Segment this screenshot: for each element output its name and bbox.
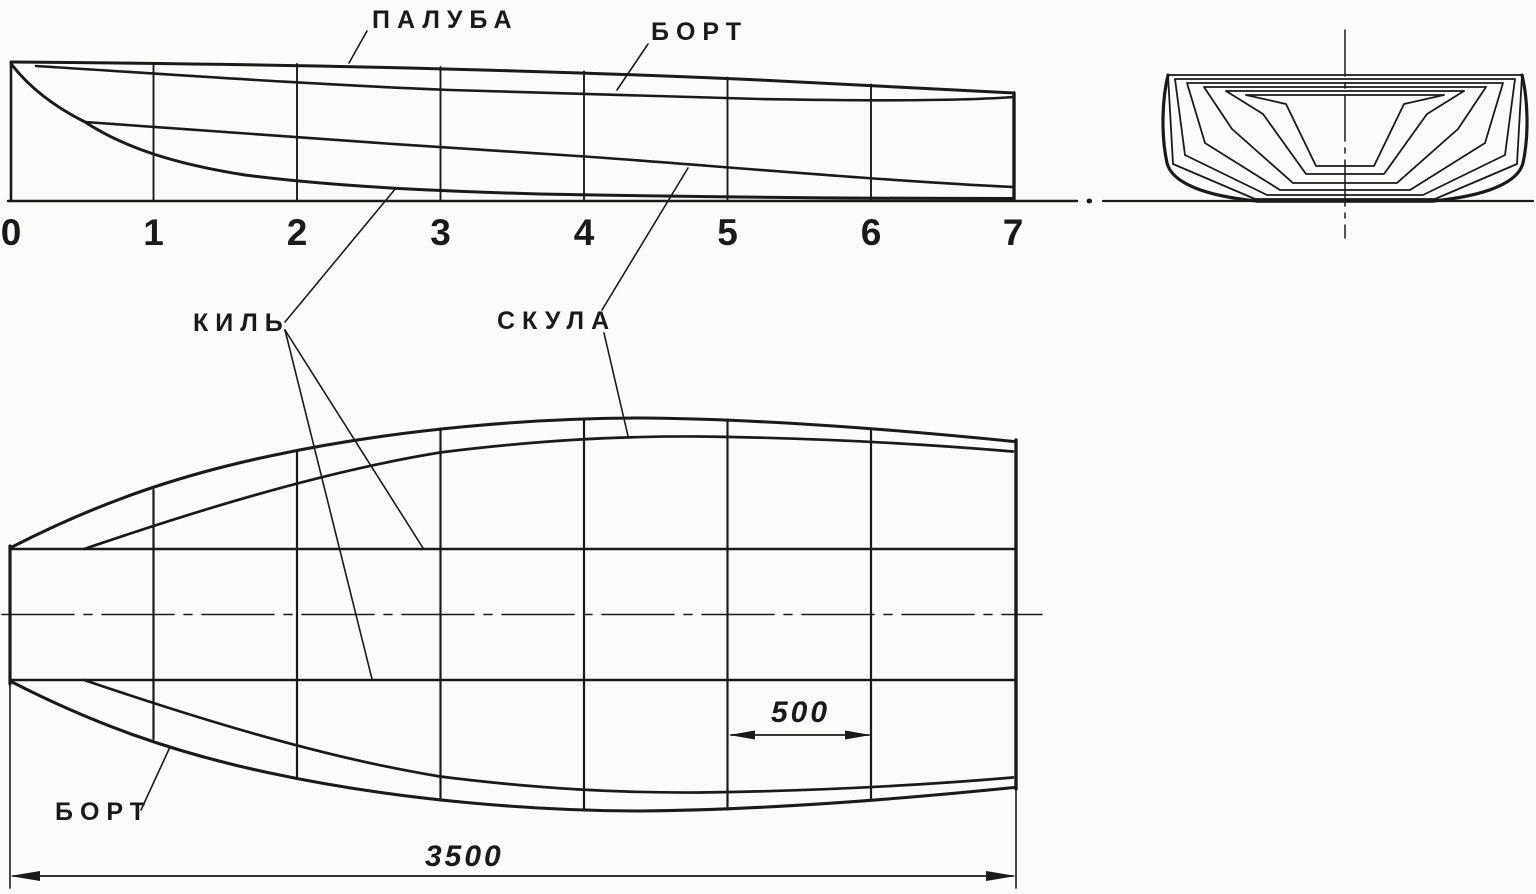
plan-chine-upper bbox=[82, 435, 1015, 551]
keel-leader-to-profile bbox=[284, 187, 397, 323]
body-frame-lines bbox=[1167, 74, 1523, 200]
plan-view bbox=[1, 416, 1043, 813]
frame-spacing-arrow-right bbox=[845, 730, 871, 740]
overall-length-arrow-right bbox=[986, 871, 1016, 881]
plan-chine-lower bbox=[82, 678, 1015, 794]
station-label: 6 bbox=[861, 212, 882, 253]
deck-leader-line bbox=[348, 30, 368, 64]
chine-leader-to-plan bbox=[603, 332, 629, 437]
plan-deck-edge-upper bbox=[10, 416, 1016, 549]
station-label: 5 bbox=[717, 212, 738, 253]
sheer-line bbox=[34, 64, 1016, 102]
chine-label: СКУЛА bbox=[497, 307, 616, 335]
body-plan-view bbox=[1087, 29, 1535, 239]
keel-leader-to-plan-upper bbox=[284, 329, 424, 549]
body-frame-line bbox=[1203, 86, 1487, 184]
profile-view bbox=[6, 60, 1092, 204]
sheer-bottom-leader-line bbox=[140, 746, 171, 811]
frame-spacing-arrow-left bbox=[729, 730, 755, 740]
station-label: 4 bbox=[574, 212, 595, 253]
callouts: ПАЛУБА БОРТ КИЛЬ СКУЛА БОРТ bbox=[55, 6, 748, 826]
overall-length-dim-text: 3500 bbox=[425, 840, 504, 873]
station-label: 0 bbox=[1, 212, 22, 253]
frame-spacing-dim-text: 500 bbox=[771, 696, 830, 729]
station-numbers: 0 1 2 3 4 5 6 7 bbox=[1, 212, 1024, 253]
station-label: 1 bbox=[143, 212, 164, 253]
keel-label: КИЛЬ bbox=[193, 309, 290, 337]
station-label: 3 bbox=[430, 212, 451, 253]
station-label: 7 bbox=[1003, 212, 1024, 253]
keel-leader-to-plan-lower bbox=[284, 329, 373, 680]
station-label: 2 bbox=[287, 212, 308, 253]
body-baseline-dot bbox=[1087, 198, 1093, 204]
plan-deck-edge-lower bbox=[10, 680, 1016, 813]
dimensions: 500 3500 bbox=[9, 683, 1017, 889]
chine-profile-line bbox=[83, 120, 1015, 189]
body-frame-line bbox=[1174, 78, 1516, 196]
sheer-top-leader-line bbox=[616, 43, 649, 91]
deck-label: ПАЛУБА bbox=[372, 6, 519, 34]
sheer-top-label: БОРТ bbox=[651, 18, 748, 46]
deck-line bbox=[9, 60, 1016, 95]
plan-station-lines bbox=[152, 417, 873, 812]
overall-length-arrow-left bbox=[10, 871, 40, 881]
body-frame-line bbox=[1225, 90, 1465, 175]
body-frame-line bbox=[1186, 82, 1504, 191]
body-frame-line bbox=[1245, 94, 1445, 167]
chine-leader-to-profile bbox=[601, 167, 689, 311]
profile-station-lines bbox=[152, 61, 872, 202]
sheer-bottom-label: БОРТ bbox=[55, 798, 152, 826]
body-frame-line bbox=[1167, 74, 1523, 200]
